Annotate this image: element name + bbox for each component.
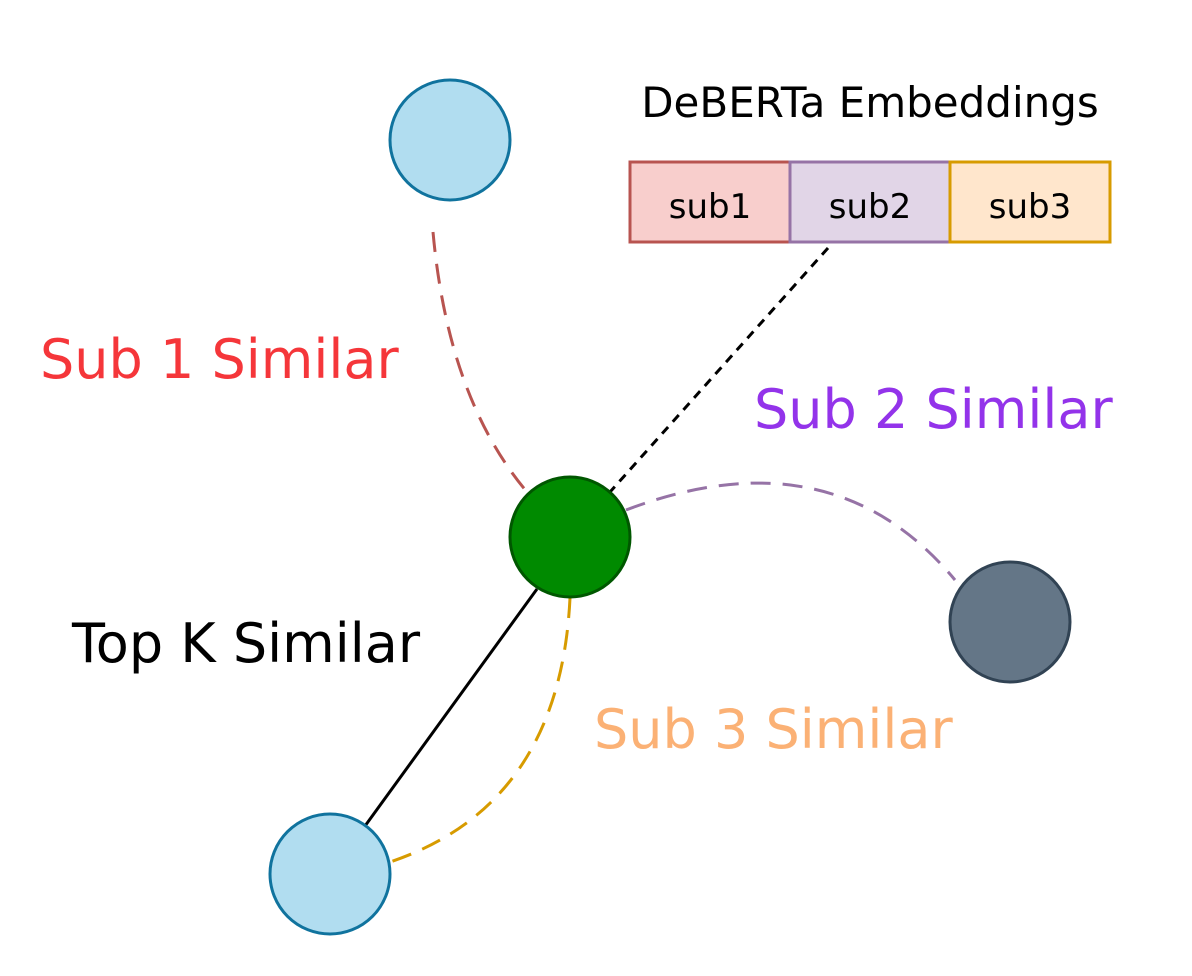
embedding-link-edge bbox=[608, 247, 830, 493]
embedding-bar: sub1 sub2 sub3 bbox=[628, 160, 1112, 244]
embedding-segment-label-sub2: sub2 bbox=[829, 187, 911, 227]
topk-similarity-edge bbox=[363, 588, 539, 827]
sub1-similarity-edge bbox=[431, 231, 529, 493]
sub3-similarity-edge bbox=[389, 597, 572, 864]
neighbor-node-sub2 bbox=[948, 560, 1072, 684]
sub1-similar-label: Sub 1 Similar bbox=[40, 328, 399, 391]
neighbor-node-sub1 bbox=[388, 78, 512, 202]
topk-similar-label: Top K Similar bbox=[71, 612, 421, 675]
embedding-segment-sub3 bbox=[948, 160, 1112, 244]
embedding-segment-label-sub1: sub1 bbox=[669, 187, 751, 227]
embedding-segment-sub2 bbox=[788, 160, 952, 244]
sub2-similarity-edge bbox=[625, 481, 957, 581]
neighbor-node-topk-sub3 bbox=[268, 812, 392, 936]
center-node bbox=[508, 475, 632, 599]
sub2-similar-label: Sub 2 Similar bbox=[754, 378, 1113, 441]
embeddings-title: DeBERTa Embeddings bbox=[641, 78, 1099, 127]
embedding-segment-label-sub3: sub3 bbox=[989, 187, 1071, 227]
sub3-similar-label: Sub 3 Similar bbox=[594, 698, 953, 761]
